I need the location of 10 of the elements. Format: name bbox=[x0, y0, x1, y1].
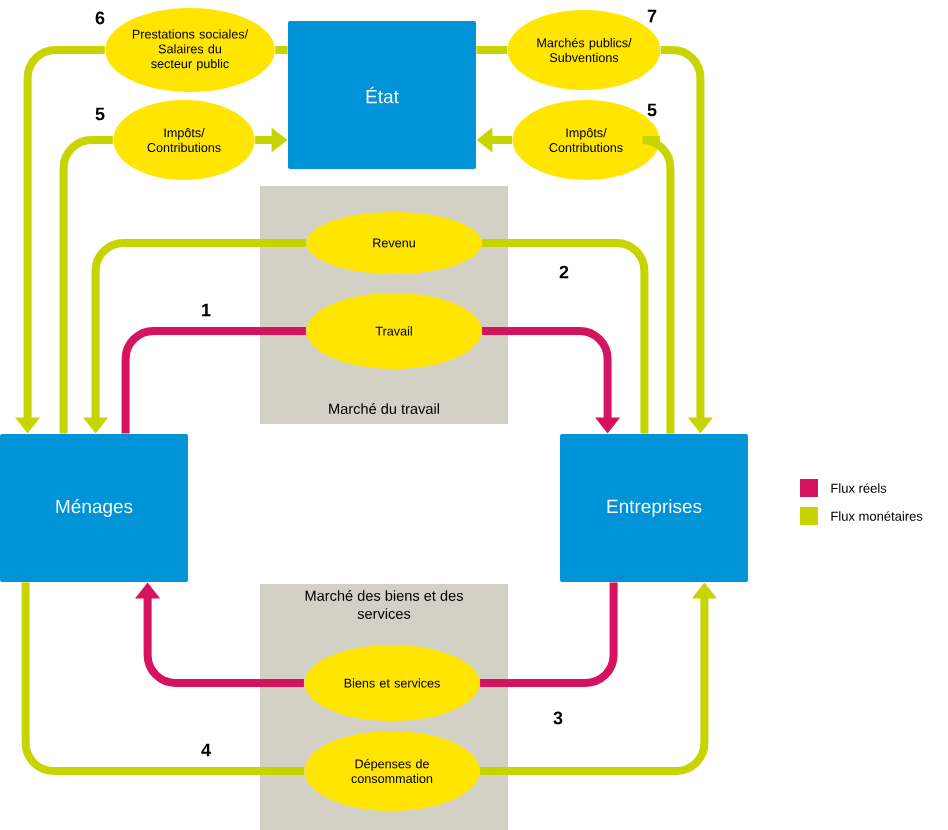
callout-number: 7 bbox=[647, 9, 657, 23]
callout-number: 5 bbox=[647, 103, 657, 117]
sector-box: Entreprises bbox=[560, 434, 748, 582]
sector-box: État bbox=[288, 21, 476, 169]
sector-box: Ménages bbox=[0, 434, 188, 582]
callout-number: 2 bbox=[559, 265, 569, 279]
callout-number: 1 bbox=[202, 303, 211, 317]
callout-number: 3 bbox=[553, 711, 563, 725]
callout-number: 5 bbox=[95, 107, 105, 121]
callout-number: 4 bbox=[201, 743, 211, 757]
